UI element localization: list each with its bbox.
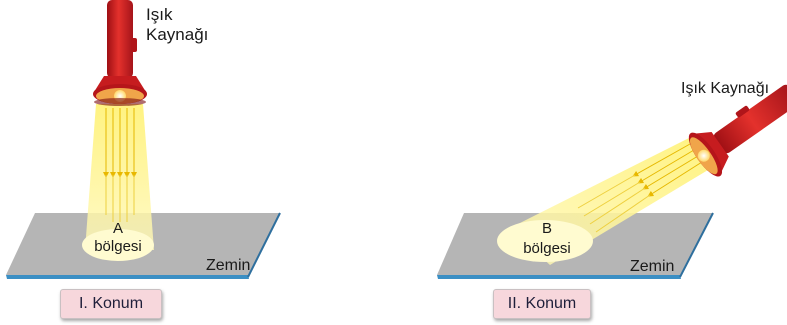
light-ray-arrow: [637, 149, 695, 184]
region-a-label: A: [113, 220, 123, 237]
caption-position-1: I. Konum: [60, 289, 162, 319]
light-ray-arrow: [647, 161, 703, 197]
left-panel: Işık Kaynağı A bölgesi Zemin: [6, 0, 281, 279]
lit-area-a: [82, 229, 154, 261]
light-rays-left: [103, 108, 137, 222]
light-source-label-right: Işık Kaynağı: [681, 80, 769, 97]
light-source-label-line1: Işık: [146, 5, 173, 24]
light-ray-arrow: [642, 155, 699, 190]
light-ray-arrow: [632, 143, 691, 177]
light-beam-left: [82, 104, 154, 261]
light-source-label-line2: Kaynağı: [146, 25, 208, 44]
region-a-label-2: bölgesi: [94, 238, 142, 255]
region-b-label-2: bölgesi: [523, 240, 571, 257]
light-rays-right: [577, 143, 703, 233]
lit-area-b: [497, 220, 593, 262]
floor-label-left: Zemin: [206, 257, 250, 274]
flashlight-icon: [93, 0, 147, 106]
floor-label-right: Zemin: [630, 258, 674, 275]
right-panel: Işık Kaynağı B bölgesi Zemin: [437, 80, 787, 279]
light-beam-right: [497, 136, 708, 265]
region-b-label: B: [542, 220, 552, 237]
caption-position-2: II. Konum: [493, 289, 591, 319]
flashlight-icon: [688, 84, 787, 177]
